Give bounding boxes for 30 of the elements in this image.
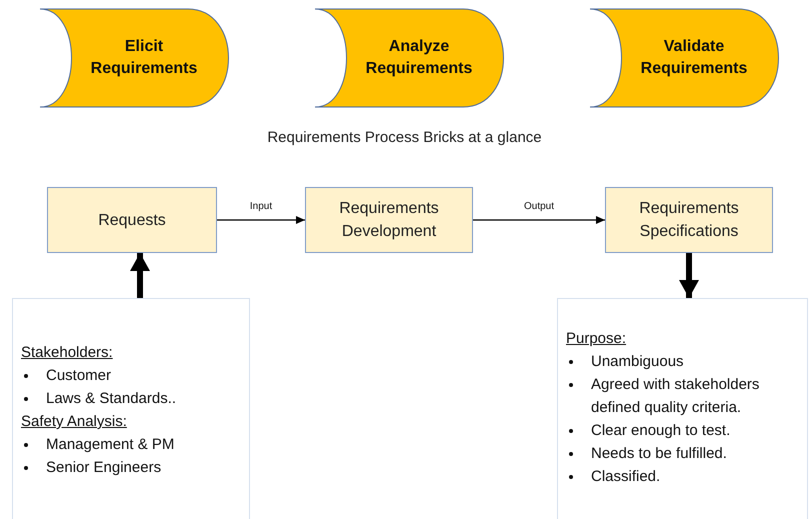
list-heading: Safety Analysis:: [21, 412, 128, 432]
bullet-item: Management & PM: [21, 433, 243, 456]
bullet-item: Unambiguous: [566, 350, 801, 373]
brick-title: Validate Requirements: [640, 37, 748, 79]
bullet-item: Agreed with stakeholders defined quality criteria.: [566, 373, 801, 419]
process-label: Requirements Development: [338, 199, 440, 242]
process-label: Requirements Specifications: [638, 199, 740, 242]
bullet-item: Clear enough to test.: [566, 419, 801, 442]
process-box: [605, 187, 773, 253]
edge-label: Output: [522, 201, 556, 212]
list-heading: Purpose:: [566, 329, 628, 349]
process-box: [47, 187, 217, 253]
bullet-item: Needs to be fulfilled.: [566, 442, 801, 465]
arrow: [679, 253, 699, 298]
arrow: [473, 216, 605, 224]
arrow: [130, 253, 150, 298]
bullet-item: Classified.: [566, 465, 801, 488]
process-box: [305, 187, 473, 253]
bullet-item: Customer: [21, 364, 243, 387]
bullet-item: Laws & Standards..: [21, 387, 243, 410]
brick-title: Elicit Requirements: [90, 37, 198, 79]
process-label: Requests: [98, 210, 166, 230]
caption: Requirements Process Bricks at a glance: [266, 129, 543, 146]
note-box: [12, 298, 250, 519]
list-heading: Stakeholders:: [21, 343, 114, 363]
brick-title: Analyze Requirements: [364, 37, 474, 79]
edge-label: Input: [248, 201, 274, 212]
bullet-item: Senior Engineers: [21, 456, 243, 479]
arrow: [217, 216, 305, 224]
note-box: [557, 298, 808, 519]
